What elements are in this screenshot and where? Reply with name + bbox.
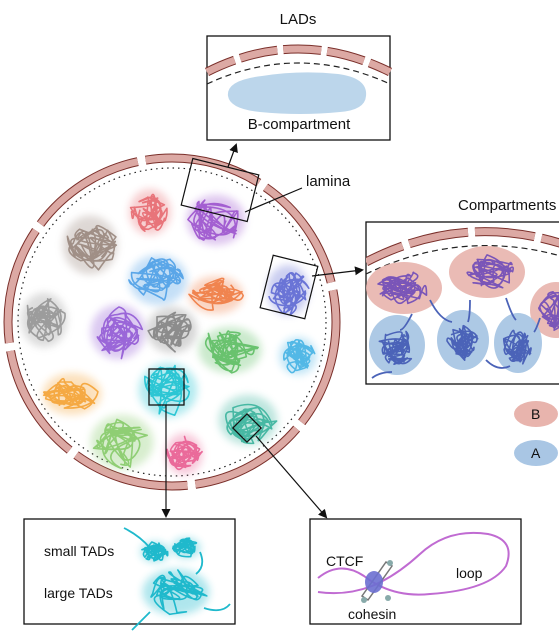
chromatin-territory xyxy=(90,414,154,470)
chromatin-territory xyxy=(186,194,246,246)
chromatin-domain xyxy=(377,271,428,305)
nuclear-membrane-dotted xyxy=(17,167,327,477)
compartments-inset xyxy=(365,221,559,466)
loop-inset xyxy=(309,518,522,625)
tads-inset xyxy=(23,518,236,631)
chromatin-territory xyxy=(90,304,146,360)
a-compartment-domain xyxy=(494,313,542,373)
b-compartment-label: B-compartment xyxy=(248,116,351,133)
compartment-zoom-box xyxy=(259,254,319,320)
chromatin-strand xyxy=(123,527,231,631)
chromatin-domain xyxy=(378,330,413,366)
lad-region-shape xyxy=(227,72,367,114)
lamina-label: lamina xyxy=(306,173,351,190)
chromatin-domain xyxy=(502,329,532,365)
arrow-to-loop xyxy=(255,435,328,519)
chromatin-territory xyxy=(165,433,203,475)
compartment-chromatin xyxy=(377,254,559,366)
chromatin-territory xyxy=(20,292,68,348)
compartments-title: Compartments xyxy=(458,197,556,214)
large-tads-label: large TADs xyxy=(44,585,113,601)
lads-lamina-arc xyxy=(204,44,393,85)
chromatin-domain xyxy=(466,254,514,289)
chromatin-territory xyxy=(218,394,278,446)
loop-zoom-box xyxy=(231,412,263,444)
legend-b-swatch xyxy=(514,401,558,427)
legend-a-label: A xyxy=(531,445,541,461)
labels: LADs B-compartment lamina Compartments B… xyxy=(44,11,556,622)
lamina-pointer-line xyxy=(244,187,303,213)
chromatin-territory xyxy=(128,254,188,306)
chromatin-linker xyxy=(371,297,541,379)
chromatin-territories xyxy=(20,188,317,475)
chromatin-territory xyxy=(279,337,317,375)
arrow-to-compartments xyxy=(311,266,364,277)
chromatin-territory xyxy=(62,215,118,275)
chromatin-territory xyxy=(267,264,310,316)
chromatin-territory xyxy=(188,276,244,314)
chromatin-territory xyxy=(129,188,171,236)
chromatin-territory xyxy=(146,306,198,354)
arrow-to-lads xyxy=(227,143,238,168)
small-tads-label: small TADs xyxy=(44,543,114,559)
tad-chromatin xyxy=(123,527,231,631)
lads-inset xyxy=(204,35,393,141)
small-tad xyxy=(171,537,201,559)
ctcf-dot-icon xyxy=(365,571,383,593)
chromatin-territory xyxy=(198,326,262,374)
chromatin-domain xyxy=(538,291,559,331)
large-tad xyxy=(142,568,210,616)
lad-zoom-box xyxy=(180,157,260,223)
small-tad xyxy=(140,541,170,563)
legend-a-swatch xyxy=(514,440,558,466)
cohesin-label: cohesin xyxy=(348,606,396,622)
nuclear-lamina-ring xyxy=(3,153,341,491)
chromatin-territory xyxy=(42,373,102,415)
lads-title: LADs xyxy=(280,11,317,28)
ctcf-label: CTCF xyxy=(326,553,363,569)
chromatin-territory xyxy=(138,362,198,418)
zoom-arrows xyxy=(161,143,364,519)
loop-label: loop xyxy=(456,565,483,581)
legend-b-label: B xyxy=(531,406,540,422)
chromatin-domain xyxy=(446,324,479,361)
